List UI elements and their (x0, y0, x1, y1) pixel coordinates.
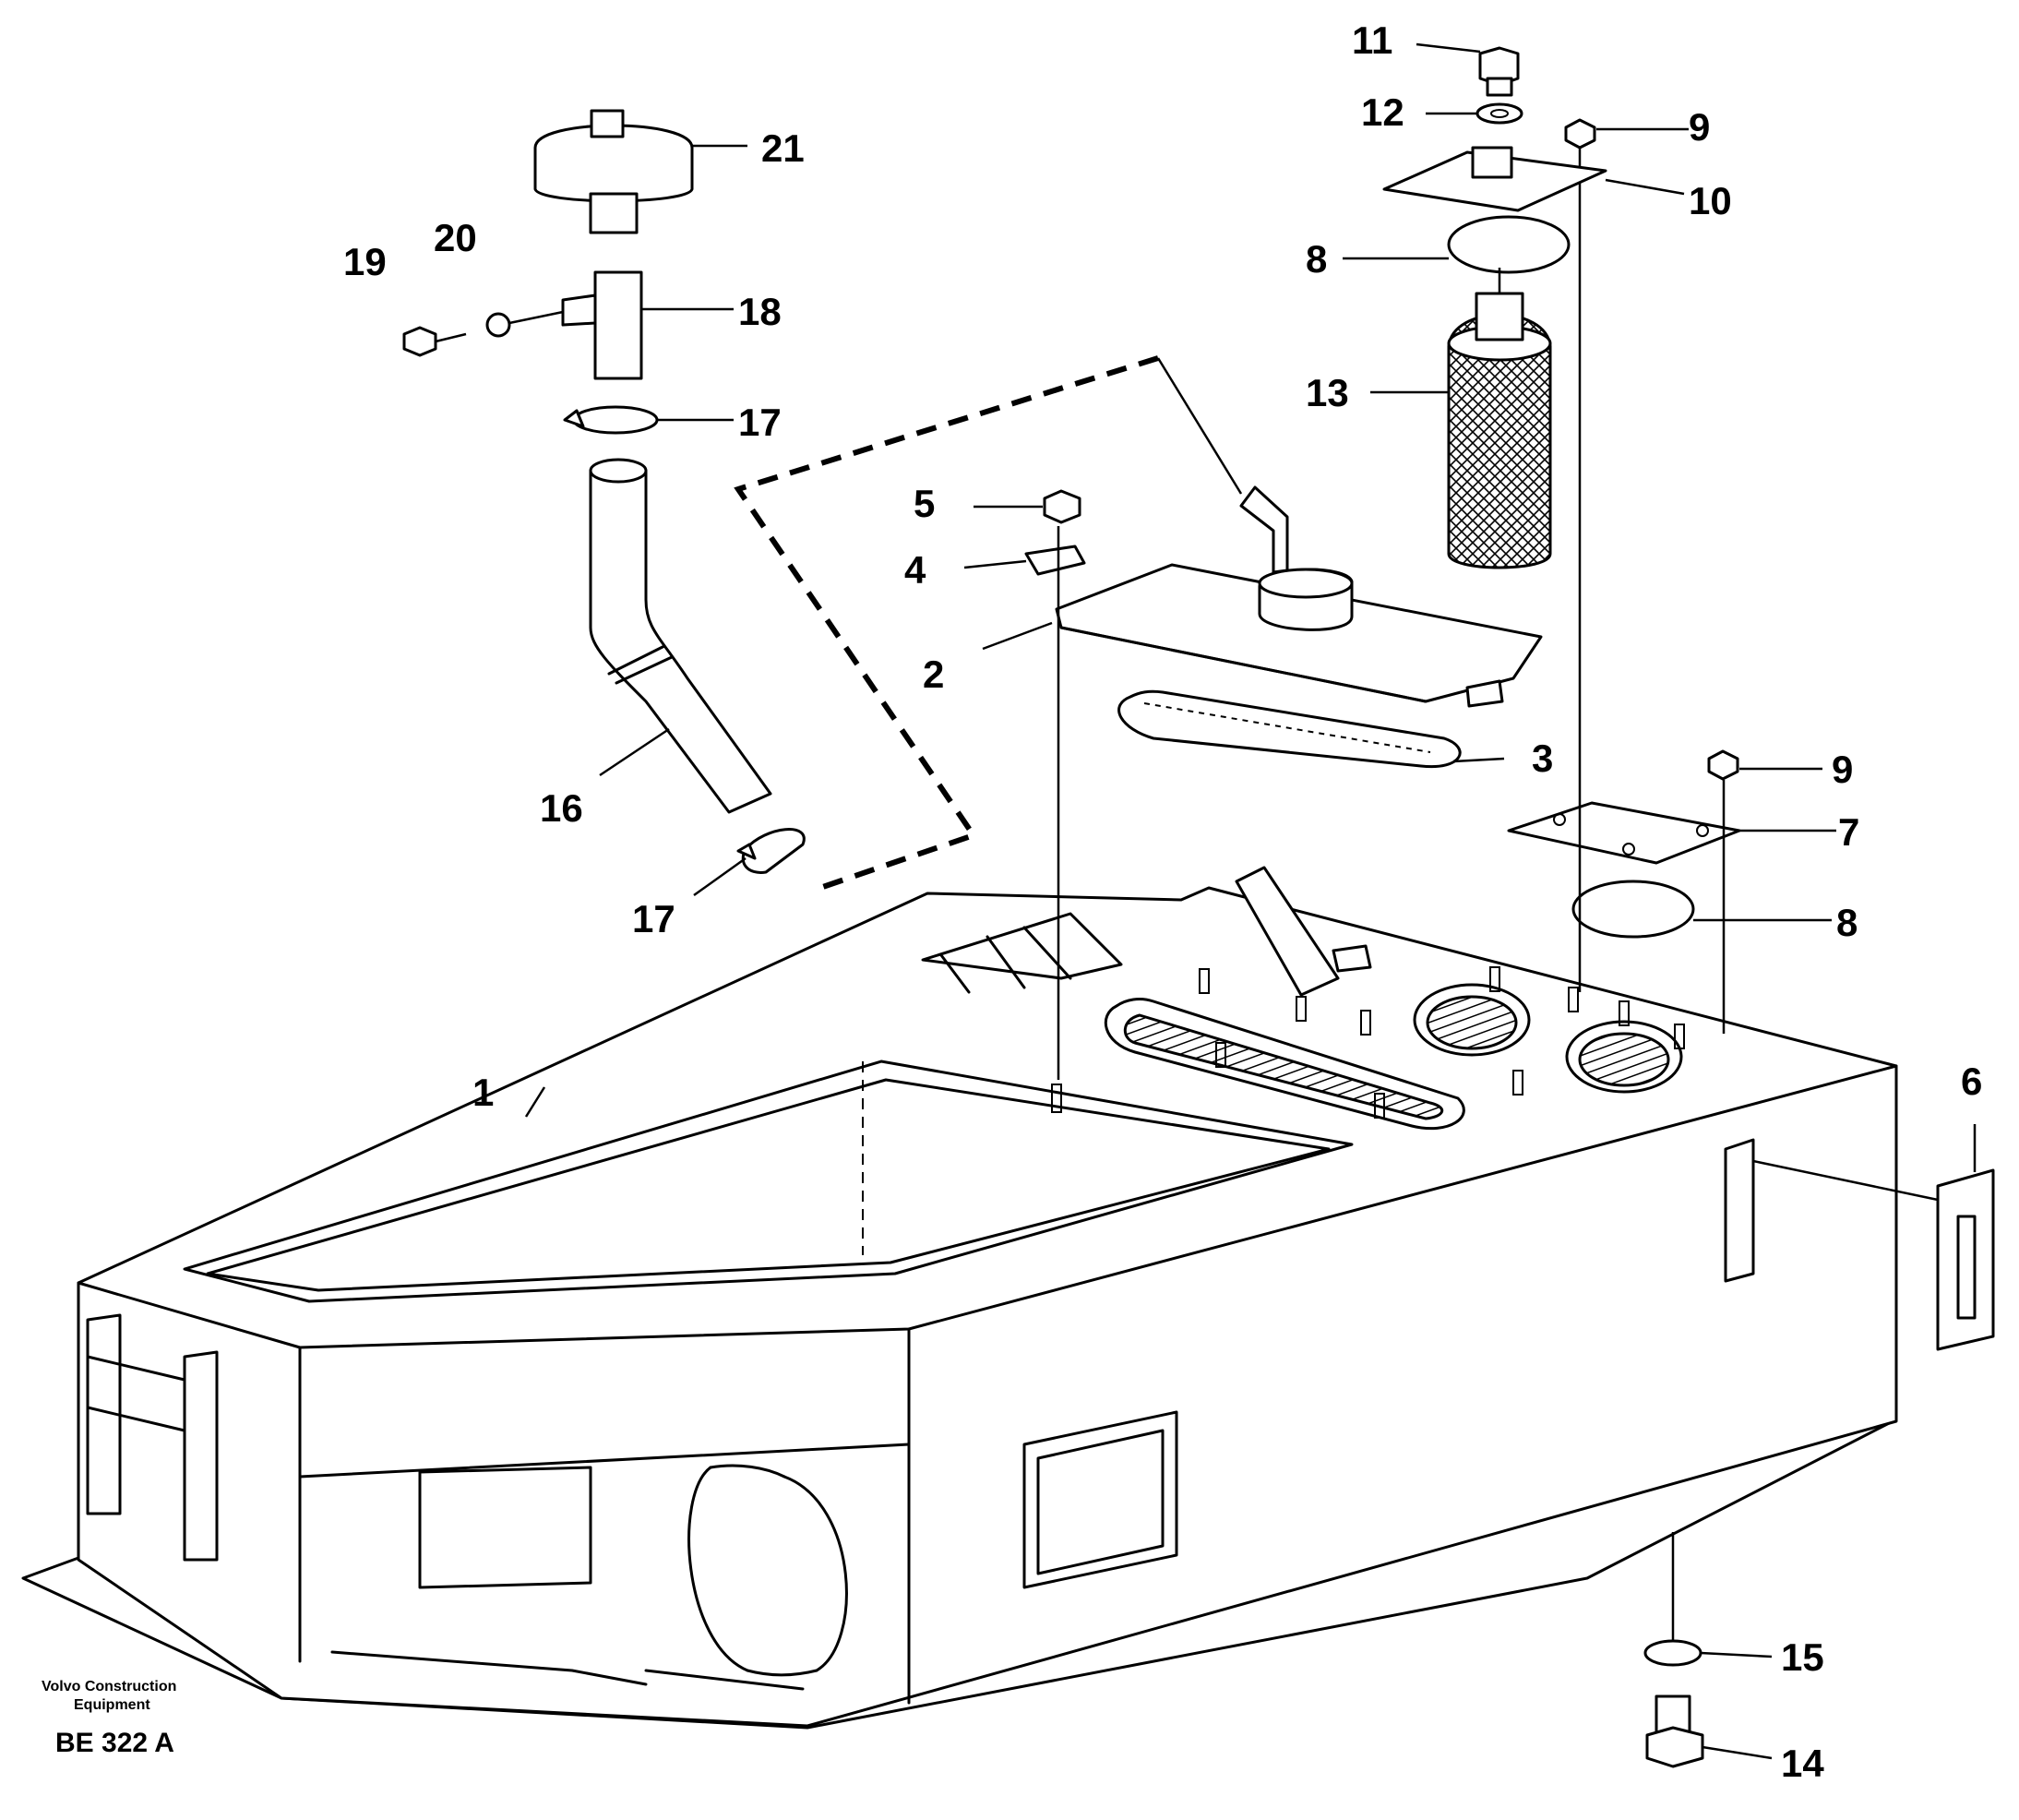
gasket (1117, 689, 1462, 769)
callout-15: 15 (1781, 1635, 1824, 1679)
callout-6: 6 (1961, 1060, 1982, 1103)
callout-7: 7 (1838, 810, 1859, 854)
nut-part-5 (1043, 489, 1081, 524)
callout-14: 14 (1781, 1742, 1824, 1785)
o-ring-lower (1571, 880, 1695, 939)
callout-10: 10 (1689, 179, 1732, 222)
brand-line-1: Volvo Construction (42, 1679, 176, 1694)
filter-element (1447, 268, 1552, 569)
top-cover-plate (1382, 150, 1607, 212)
callout-1: 1 (472, 1071, 494, 1114)
callout-3: 3 (1532, 736, 1553, 780)
clamp-bracket (1024, 545, 1086, 576)
callout-8-lower: 8 (1836, 901, 1858, 944)
hose-clamp-lower (736, 828, 806, 874)
callout-17-upper: 17 (738, 401, 782, 444)
callout-8-upper: 8 (1306, 237, 1327, 281)
callout-leaders (524, 42, 1977, 1760)
callout-21: 21 (761, 126, 805, 170)
plug (1478, 46, 1520, 87)
hose-routing-dashed-line (734, 355, 1159, 893)
callout-9-lower: 9 (1832, 748, 1853, 791)
callout-labels: 1 2 3 4 5 6 7 8 8 9 9 10 11 12 13 14 15 … (343, 18, 1982, 1785)
callout-18: 18 (738, 290, 782, 333)
cover-plate (1507, 801, 1741, 865)
filler-hose (589, 458, 772, 814)
callout-16: 16 (540, 786, 583, 830)
callout-20: 20 (434, 216, 477, 259)
callout-13: 13 (1306, 371, 1349, 414)
callout-17-lower: 17 (632, 897, 675, 940)
washer-part-20 (485, 312, 511, 338)
breather-adapter (561, 270, 643, 380)
callout-9-upper: 9 (1689, 105, 1710, 149)
washer-part-12 (1475, 102, 1523, 125)
nut-part-9-lower (1707, 749, 1739, 781)
callout-4: 4 (904, 548, 926, 592)
callout-5: 5 (914, 482, 935, 525)
drawing-code: BE 322 A (55, 1728, 174, 1758)
hydraulic-tank-body (21, 866, 1898, 1730)
hose-clamp-upper (563, 405, 659, 435)
o-ring-upper (1447, 215, 1571, 274)
callout-12: 12 (1361, 90, 1404, 134)
drain-plug (1645, 1694, 1704, 1768)
callout-11: 11 (1352, 18, 1392, 62)
footer-block: Volvo Construction Equipment BE 322 A (42, 1679, 176, 1758)
washer-part-15 (1643, 1639, 1702, 1667)
nut-part-9-upper (1564, 118, 1596, 150)
screw-part-19 (402, 326, 437, 357)
brand-line-2: Equipment (74, 1697, 150, 1713)
callout-2: 2 (923, 653, 944, 696)
callout-19: 19 (343, 240, 387, 283)
filter-cover (1055, 485, 1543, 708)
breather-filter (533, 109, 694, 234)
sight-glass (1752, 1159, 1995, 1351)
